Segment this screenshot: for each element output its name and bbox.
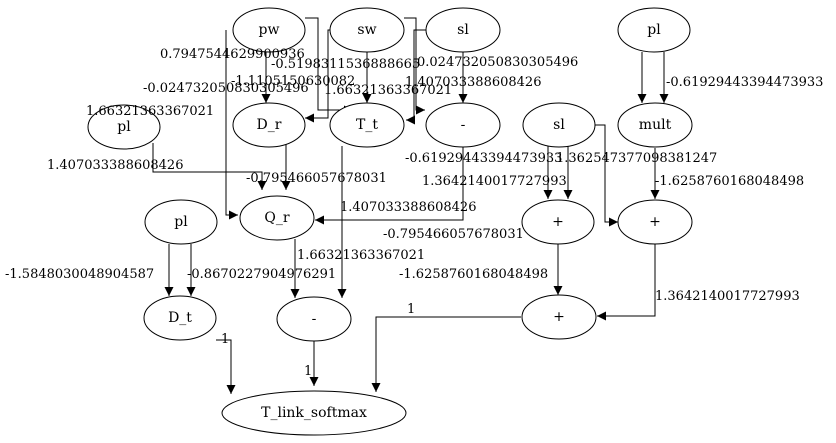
edge-pw-to-q-r: [225, 30, 238, 220]
node-mult: mult: [617, 102, 693, 148]
node-label: T_t: [356, 117, 378, 133]
edge-label: -0.61929443394473933: [666, 75, 823, 90]
edges: [152, 17, 669, 394]
edge-minus-top-to-q-r: [315, 146, 464, 225]
node-label: pl: [117, 119, 131, 135]
node-label: pl: [174, 214, 188, 230]
edge-label: 0.024732050830305496: [417, 55, 578, 70]
node-sw: sw: [329, 7, 405, 53]
edge-label: 1.407033388608426: [405, 75, 541, 90]
node-label: mult: [639, 117, 672, 133]
node-label: sl: [457, 22, 469, 38]
edge-label: 1: [221, 332, 229, 347]
edge-label: -0.795466057678031: [246, 171, 387, 186]
edge-label: 1.66321363367021: [86, 104, 214, 119]
node-t-t: T_t: [329, 102, 405, 148]
node-label: -: [312, 311, 317, 327]
node-minus-bottom: -: [276, 296, 352, 342]
edge-pw-to-t-t: [305, 17, 353, 115]
node-pl-mid-left: pl: [144, 199, 218, 245]
node-q-r: Q_r: [239, 195, 315, 241]
node-pl-top-right: pl: [617, 7, 691, 53]
node-pl-left: pl: [87, 104, 161, 150]
nodes: pw sw sl pl pl D_r T_t -: [87, 7, 693, 436]
node-label: +: [552, 214, 564, 230]
edge-label: -1.5848030048904587: [5, 267, 154, 282]
edge-plus-b-to-plus-c: [597, 244, 656, 321]
edge-label: -0.5198311536888665: [271, 57, 420, 72]
node-label: +: [553, 309, 565, 325]
node-label: Q_r: [264, 210, 289, 226]
edge-label: 1: [407, 302, 415, 317]
edge-label: -0.8670227904976291: [187, 267, 336, 282]
edge-label: -1.6258760168048498: [399, 267, 548, 282]
edge-label: 1.407033388608426: [47, 158, 183, 173]
node-label: -: [461, 117, 466, 133]
node-label: sl: [553, 117, 565, 133]
edge-label: 1.3642140017727993: [655, 289, 800, 304]
edge-label: -0.024732050830305496: [143, 81, 309, 96]
node-label: D_r: [257, 117, 282, 133]
node-label: D_t: [168, 310, 192, 326]
edge-sl-mid-to-plus-b: [595, 124, 618, 227]
edge-label: 1.66321363367021: [324, 83, 452, 98]
edge-label: -0.61929443394473933: [405, 151, 562, 166]
node-label: +: [649, 214, 661, 230]
edge-label: -1.1105150630082: [231, 74, 355, 89]
node-t-link-softmax: T_link_softmax: [221, 390, 407, 436]
edge-d-t-to-softmax: [216, 339, 236, 394]
node-minus-top: -: [425, 102, 501, 148]
edge-label: 1.407033388608426: [340, 200, 476, 215]
edge-label: -0.795466057678031: [383, 227, 524, 242]
node-plus-b: +: [617, 199, 693, 245]
edge-label: 1: [304, 364, 312, 379]
node-label: sw: [357, 22, 376, 38]
node-sl-top: sl: [425, 7, 501, 53]
edge-labels: 0.7947544629900936 -0.5198311536888665 0…: [5, 47, 823, 379]
node-d-r: D_r: [232, 102, 306, 148]
node-plus-a: +: [521, 199, 595, 245]
edge-pl-left-to-q-r: [152, 143, 267, 190]
edge-label: 1.3642140017727993: [422, 174, 567, 189]
node-plus-c: +: [521, 294, 597, 340]
node-d-t: D_t: [143, 295, 217, 341]
edge-plus-c-to-softmax: [371, 316, 521, 392]
node-pw: pw: [232, 7, 306, 53]
edge-sw-to-minus-top: [404, 17, 425, 115]
node-label: T_link_softmax: [261, 405, 367, 421]
node-label: pl: [647, 22, 661, 38]
edge-label: 1.362547377098381247: [556, 151, 717, 166]
edge-sl-to-t-t: [406, 29, 426, 125]
edge-label: -1.6258760168048498: [655, 174, 804, 189]
node-sl-mid: sl: [522, 102, 596, 148]
edge-label: 0.7947544629900936: [160, 47, 305, 62]
node-label: pw: [259, 22, 280, 38]
edge-label: 1.66321363367021: [297, 248, 425, 263]
